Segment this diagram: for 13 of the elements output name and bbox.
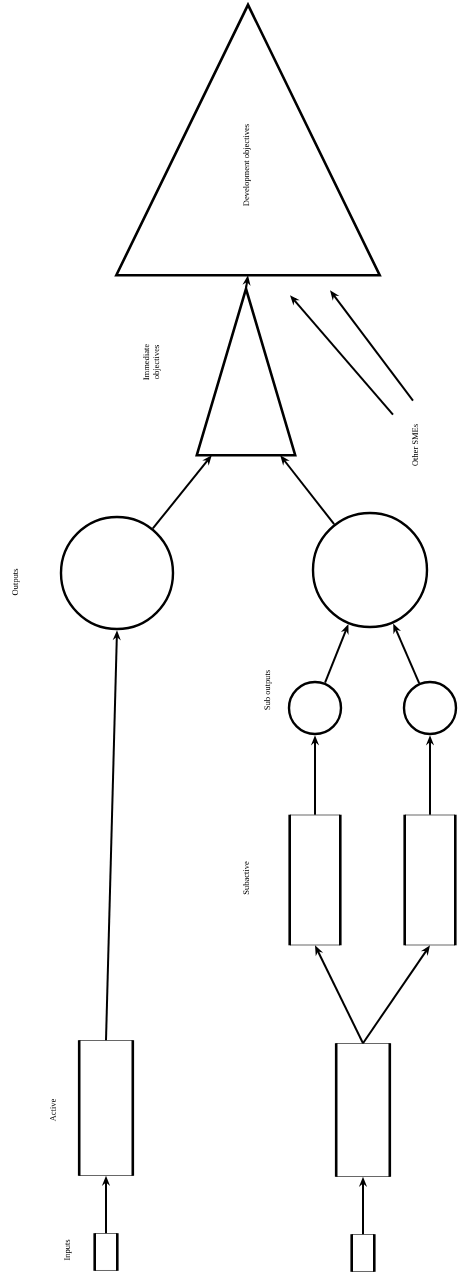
node-label: Outputs — [12, 568, 20, 596]
bar-box — [350, 1234, 376, 1272]
node-label: Immediate objectives — [143, 344, 161, 380]
bar-box — [334, 1043, 392, 1177]
node-label: Sub outputs — [264, 670, 272, 710]
node-label: Other SMEs — [412, 424, 418, 466]
node-label: Development objectives — [243, 124, 251, 206]
circle — [402, 680, 458, 736]
bar-box — [403, 814, 457, 946]
node-label: Subactive — [243, 861, 249, 895]
node-label: Inputs — [64, 1239, 72, 1261]
circle — [311, 511, 429, 629]
node-label: Active — [50, 1098, 56, 1122]
